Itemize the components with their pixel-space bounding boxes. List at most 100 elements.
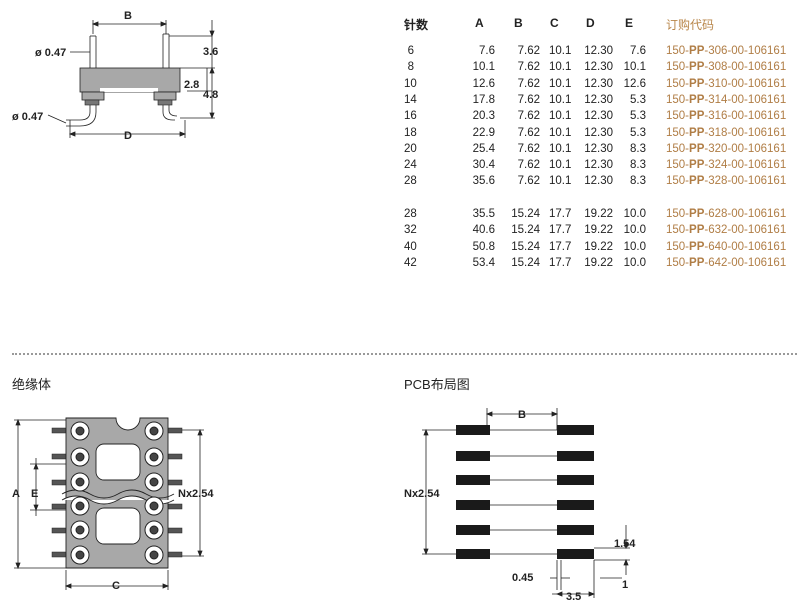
order-code: 150-PP-640-00-106161 [666, 241, 786, 253]
cell-a: 22.9 [472, 126, 495, 139]
insulator-title: 绝缘体 [12, 377, 52, 392]
order-code: 150-PP-642-00-106161 [666, 257, 786, 269]
cell-d: 12.30 [584, 110, 613, 123]
order-code-suffix: -324-00-106161 [704, 159, 787, 172]
cell-pins: 16 [404, 110, 417, 123]
cell-pins: 10 [404, 77, 417, 90]
cell-pins: 8 [407, 61, 414, 74]
cell-b: 7.62 [517, 175, 540, 188]
order-code-suffix: -314-00-106161 [704, 93, 787, 106]
cell-a: 40.6 [472, 224, 495, 237]
cell-d: 19.22 [584, 208, 613, 220]
cell-pins: 40 [404, 240, 417, 253]
dim-28: 2.8 [184, 79, 199, 91]
dim-36: 3.6 [203, 46, 218, 58]
cell-pins: 28 [404, 208, 417, 220]
header-c: C [550, 16, 559, 30]
cell-pins: 32 [404, 224, 417, 237]
order-code-suffix: -632-00-106161 [704, 224, 787, 237]
cell-e: 7.6 [630, 45, 646, 57]
header-a: A [475, 16, 484, 30]
order-code-suffix: -316-00-106161 [704, 110, 787, 123]
header-e: E [625, 16, 634, 30]
pcb-dim-35: 3.5 [566, 591, 581, 603]
cell-c: 10.1 [549, 93, 572, 106]
order-code-suffix: -642-00-106161 [704, 256, 787, 269]
cell-a: 17.8 [472, 93, 495, 106]
cell-a: 53.4 [472, 256, 495, 269]
order-code-bold: PP [689, 61, 705, 74]
insulator-dim-c: C [112, 580, 120, 592]
order-code-bold: PP [689, 240, 705, 253]
cell-a: 35.6 [472, 175, 495, 188]
order-code-bold: PP [689, 45, 705, 57]
order-code-suffix: -310-00-106161 [704, 77, 787, 90]
cell-b: 15.24 [511, 224, 540, 237]
cell-d: 12.30 [584, 142, 613, 155]
cell-d: 19.22 [584, 224, 613, 237]
cell-b: 15.24 [511, 256, 540, 269]
cell-pins: 24 [404, 159, 417, 172]
cell-c: 10.1 [549, 126, 572, 139]
order-code-bold: PP [689, 224, 705, 237]
cell-a: 10.1 [472, 61, 495, 74]
cell-e: 10.0 [623, 240, 646, 253]
order-code-prefix: 150- [666, 224, 690, 237]
order-code-prefix: 150- [666, 142, 690, 155]
cell-pins: 18 [404, 126, 417, 139]
order-code: 150-PP-318-00-106161 [666, 127, 786, 139]
order-code: 150-PP-308-00-106161 [666, 61, 786, 73]
order-code-suffix: -318-00-106161 [704, 126, 787, 139]
insulator-dim-a: A [12, 488, 20, 500]
order-code: 150-PP-324-00-106161 [666, 159, 786, 171]
order-code-bold: PP [689, 126, 705, 139]
cell-d: 12.30 [584, 45, 613, 57]
dim-d-label: D [124, 130, 132, 142]
cell-b: 7.62 [517, 45, 540, 57]
cell-c: 17.7 [549, 208, 572, 220]
header-order-code: 订购代码 [666, 18, 715, 32]
order-code-prefix: 150- [666, 126, 690, 139]
order-code-prefix: 150- [666, 61, 690, 74]
cell-d: 12.30 [584, 159, 613, 172]
dim-047-top: ø 0.47 [35, 47, 66, 59]
order-code-bold: PP [689, 110, 705, 123]
cell-a: 35.5 [472, 208, 495, 220]
order-code: 150-PP-628-00-106161 [666, 208, 786, 220]
cell-d: 19.22 [584, 240, 613, 253]
order-code: 150-PP-316-00-106161 [666, 110, 786, 122]
cell-b: 15.24 [511, 208, 540, 220]
cell-e: 10.0 [623, 256, 646, 269]
cell-pins: 20 [404, 142, 417, 155]
cell-e: 5.3 [630, 110, 646, 123]
cell-a: 12.6 [472, 77, 495, 90]
cell-d: 12.30 [584, 93, 613, 106]
cell-e: 8.3 [630, 159, 646, 172]
cell-a: 7.6 [479, 45, 495, 57]
cell-b: 7.62 [517, 77, 540, 90]
insulator-drawing: A E Nx2.54 C [12, 417, 214, 592]
order-code: 150-PP-320-00-106161 [666, 143, 786, 155]
order-code-bold: PP [689, 208, 705, 220]
order-code-prefix: 150- [666, 110, 690, 123]
order-code-suffix: -306-00-106161 [704, 45, 787, 57]
insulator-dim-e: E [31, 488, 38, 500]
cell-d: 19.22 [584, 256, 613, 269]
header-b: B [514, 16, 523, 30]
cell-c: 10.1 [549, 142, 572, 155]
cell-b: 7.62 [517, 110, 540, 123]
order-code-bold: PP [689, 93, 705, 106]
header-d: D [586, 16, 595, 30]
side-view-drawing: B ø 0.47 ø 0.47 3.6 2.8 4.8 D [12, 10, 218, 142]
cell-e: 10.0 [623, 208, 646, 220]
cell-b: 7.62 [517, 159, 540, 172]
pcb-dim-n: Nx2.54 [404, 488, 440, 500]
cell-e: 10.0 [623, 224, 646, 237]
